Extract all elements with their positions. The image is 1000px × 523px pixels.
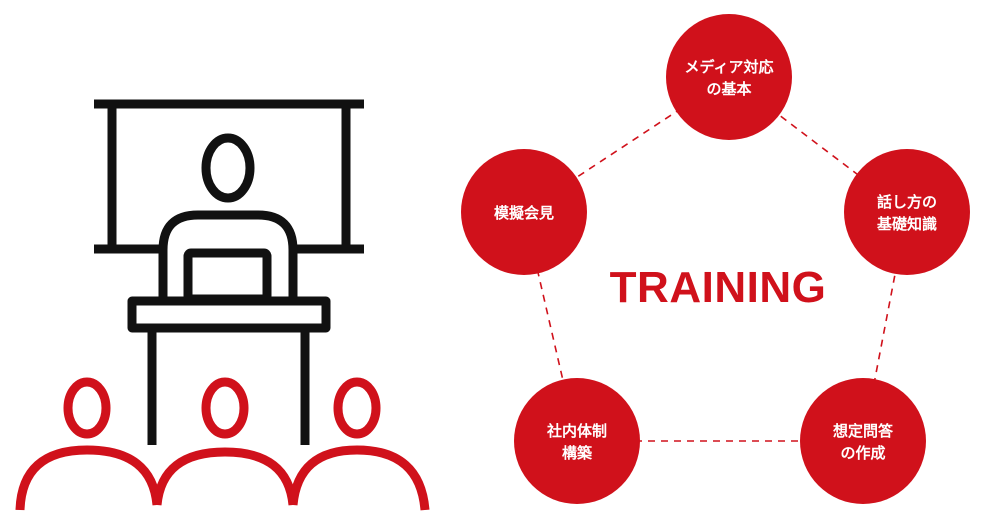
podium-top: [127, 296, 331, 333]
node-label: 想定問答: [832, 422, 894, 440]
audience-body-3: [288, 445, 430, 511]
node-circle: [666, 14, 792, 140]
audience-head-3: [333, 377, 381, 439]
node-label: 構築: [562, 444, 593, 462]
audience-body-2: [152, 447, 298, 506]
node-label: 話し方の: [877, 193, 937, 211]
node-label: 社内体制: [546, 422, 607, 440]
node-circle: [844, 149, 970, 275]
node-label: 模擬会見: [494, 204, 554, 222]
node-mock: 模擬会見: [461, 149, 587, 275]
node-label: メディア対応: [685, 58, 774, 76]
node-label: 基礎知識: [876, 215, 937, 233]
presenter-at-podium-icon: [94, 99, 364, 445]
node-circle: [514, 378, 640, 504]
node-circle: [800, 378, 926, 504]
audience-body-1: [15, 445, 162, 511]
center-title: TRAINING: [610, 263, 827, 312]
audience-icon: [15, 377, 430, 511]
node-label: の作成: [840, 444, 885, 462]
node-label: の基本: [706, 80, 751, 98]
audience-head-1: [63, 377, 111, 439]
presenter-head: [201, 133, 255, 203]
laptop: [183, 248, 272, 304]
audience-head-2: [201, 377, 249, 439]
node-circle: [461, 149, 587, 275]
